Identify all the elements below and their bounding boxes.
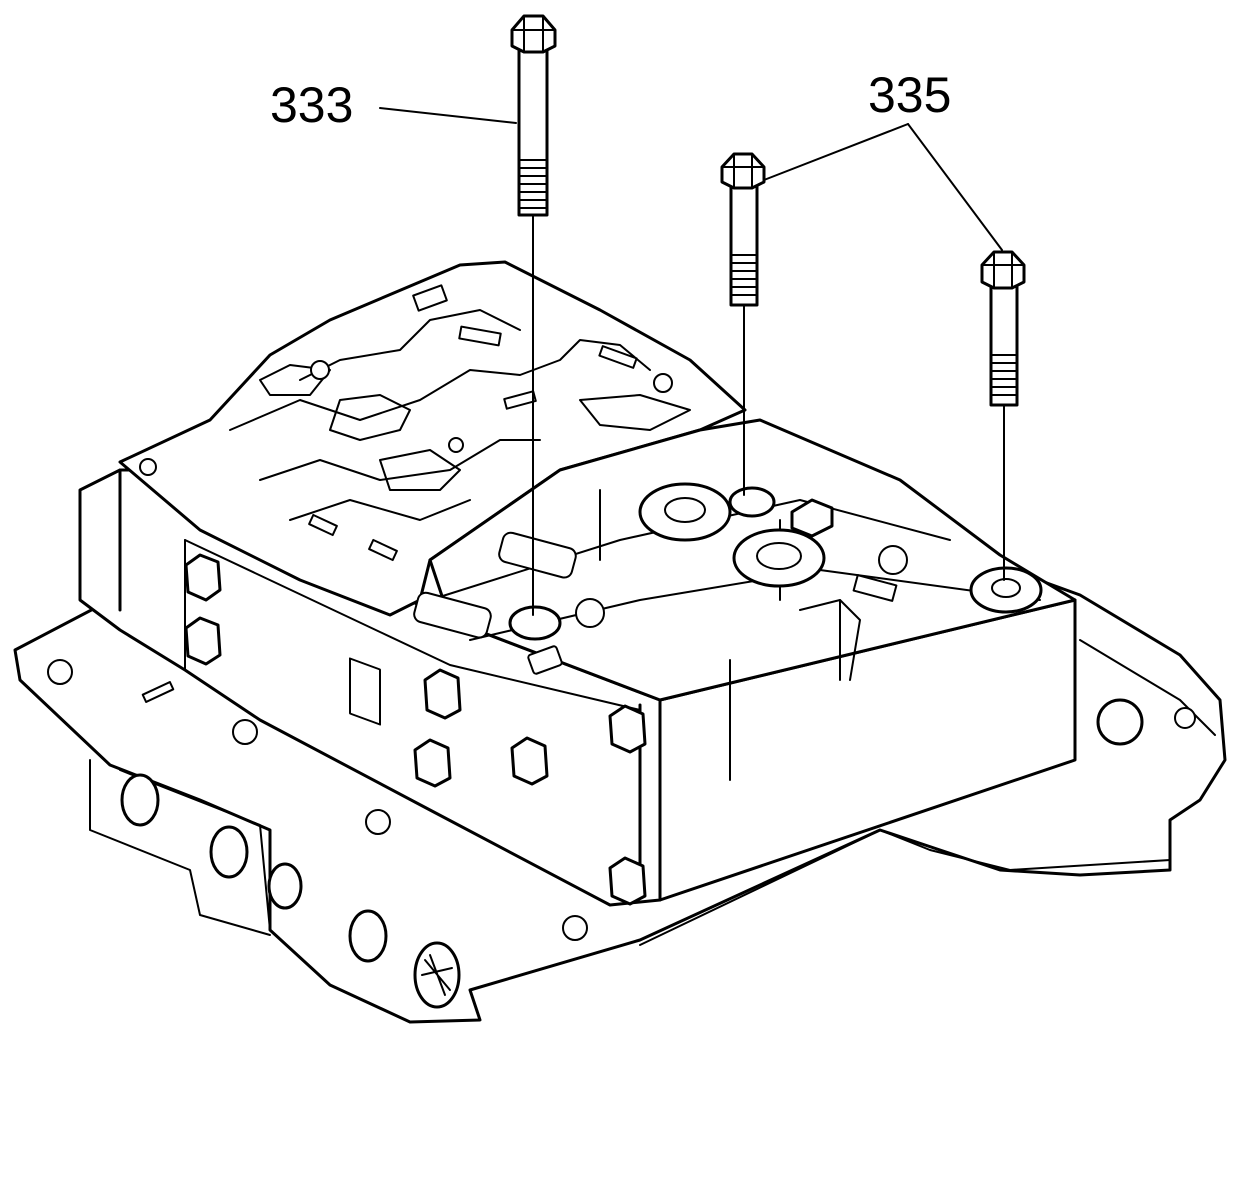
side-bolts: [184, 553, 647, 906]
leader-335-right: [907, 123, 1003, 251]
callout-333: 333: [270, 77, 353, 133]
bolt-335-right: [980, 250, 1026, 581]
callout-335: 335: [868, 67, 951, 123]
leader-335-left: [763, 123, 909, 181]
bolt-335-left: [720, 152, 766, 496]
leader-333: [379, 107, 517, 124]
leader-lines: [379, 107, 1003, 251]
upper-channel-plate: [118, 260, 747, 617]
lower-ports: [47, 659, 1196, 1009]
bolt-333: [510, 14, 557, 616]
seat-bosses: [508, 482, 1043, 641]
